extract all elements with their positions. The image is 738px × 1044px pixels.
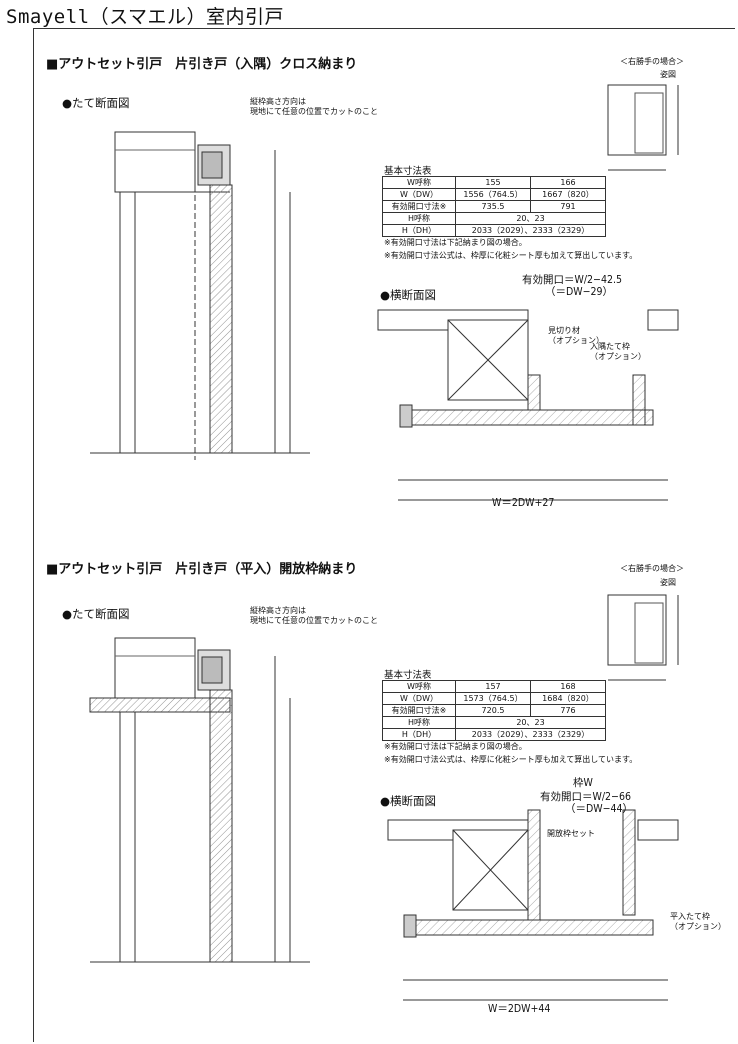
spec-cell: 有効開口寸法※: [382, 200, 456, 213]
section-2-spec-note-1: ※有効開口寸法は下記納まり図の場合。: [384, 742, 527, 751]
section-1-heading: ■アウトセット引戸 片引き戸（入隅）クロス納まり: [46, 57, 358, 72]
section-1-vertical-drawing: [90, 131, 310, 460]
spec-cell: 1556（764.5）: [455, 188, 531, 201]
spec-cell: 1684（820）: [530, 692, 606, 705]
section-1-spec-note-2: ※有効開口寸法公式は、枠厚に化粧シート厚も加えて算出しています。: [384, 251, 638, 260]
spec-cell: 20、23: [455, 716, 606, 729]
spec-cell: 有効開口寸法※: [382, 704, 456, 717]
page-frame: [33, 28, 735, 1042]
spec-cell: H呼称: [382, 212, 456, 225]
section-1-spec-title: 基本寸法表: [384, 166, 432, 177]
spec-cell: W（DW）: [382, 692, 456, 705]
spec-cell: H（DH）: [382, 728, 456, 741]
section-1-horizontal-drawing: [377, 309, 679, 501]
spec-cell: H（DH）: [382, 224, 456, 237]
spec-cell: 735.5: [455, 200, 531, 213]
spec-cell: 2033（2029）、2333（2329）: [455, 728, 606, 741]
spec-cell: 168: [530, 680, 606, 693]
section-2-heading: ■アウトセット引戸 片引き戸（平入）開放枠納まり: [46, 562, 358, 577]
section-2-cut-note-1: 縦枠高さ方向は: [250, 606, 306, 615]
page-title: Smayell（スマエル）室内引戸: [6, 6, 285, 28]
section-1-vertical-label: ●たて断面図: [62, 96, 130, 110]
section-1-open-formula-2: （＝DW−29）: [545, 286, 614, 298]
spec-cell: 776: [530, 704, 606, 717]
section-2-vertical-drawing: [89, 637, 310, 963]
spec-row: H（DH）2033（2029）、2333（2329）: [382, 728, 606, 741]
section-2-horizontal-label: ●横断面図: [380, 794, 437, 808]
section-2-frame-label: 枠W: [573, 777, 593, 789]
section-1-option-2: 入隅たて枠 （オプション）: [590, 342, 646, 361]
section-1-right-hand-label: ＜右勝手の場合＞: [620, 57, 684, 66]
section-2-elevation: [607, 594, 679, 681]
spec-cell: 155: [455, 176, 531, 189]
section-1-spec-note-1: ※有効開口寸法は下記納まり図の場合。: [384, 238, 527, 247]
section-2-spec-title: 基本寸法表: [384, 670, 432, 681]
spec-cell: 20、23: [455, 212, 606, 225]
section-1-cut-note-1: 縦枠高さ方向は: [250, 97, 306, 106]
section-1-bottom-formula: W＝2DW+27: [492, 497, 555, 509]
section-2-open-formula-2: （＝DW−44）: [565, 803, 634, 815]
spec-cell: 2033（2029）、2333（2329）: [455, 224, 606, 237]
section-2-open-formula: 有効開口＝W/2−66: [540, 791, 631, 803]
section-2-right-hand-label: ＜右勝手の場合＞: [620, 564, 684, 573]
spec-cell: 157: [455, 680, 531, 693]
section-2-option-1: 開放枠セット: [547, 829, 595, 838]
spec-row: W（DW）1556（764.5）1667（820）: [382, 188, 606, 201]
section-1-option-1: 見切り材 （オプション）: [548, 326, 604, 345]
spec-cell: 791: [530, 200, 606, 213]
spec-cell: W呼称: [382, 680, 456, 693]
section-1-cut-note-2: 現地にて任意の位置でカットのこと: [250, 107, 378, 116]
spec-cell: H呼称: [382, 716, 456, 729]
section-2-horizontal-drawing: [387, 809, 679, 1001]
section-2-cut-note-2: 現地にて任意の位置でカットのこと: [250, 616, 378, 625]
spec-cell: W呼称: [382, 176, 456, 189]
spec-cell: W（DW）: [382, 188, 456, 201]
section-1-open-formula: 有効開口＝W/2−42.5: [522, 274, 622, 286]
section-1-elevation: [607, 84, 679, 171]
spec-cell: 1573（764.5）: [455, 692, 531, 705]
spec-cell: 166: [530, 176, 606, 189]
spec-cell: 1667（820）: [530, 188, 606, 201]
spec-cell: 720.5: [455, 704, 531, 717]
section-2-spec-note-2: ※有効開口寸法公式は、枠厚に化粧シート厚も加えて算出しています。: [384, 755, 638, 764]
section-2-figure-label: 姿図: [660, 578, 676, 587]
spec-row: W（DW）1573（764.5）1684（820）: [382, 692, 606, 705]
section-2-bottom-formula: W＝2DW+44: [488, 1003, 551, 1015]
section-2-option-2: 平入たて枠 （オプション）: [670, 912, 726, 931]
section-1-figure-label: 姿図: [660, 70, 676, 79]
section-1-horizontal-label: ●横断面図: [380, 288, 437, 302]
section-2-vertical-label: ●たて断面図: [62, 607, 130, 621]
spec-row: H（DH）2033（2029）、2333（2329）: [382, 224, 606, 237]
